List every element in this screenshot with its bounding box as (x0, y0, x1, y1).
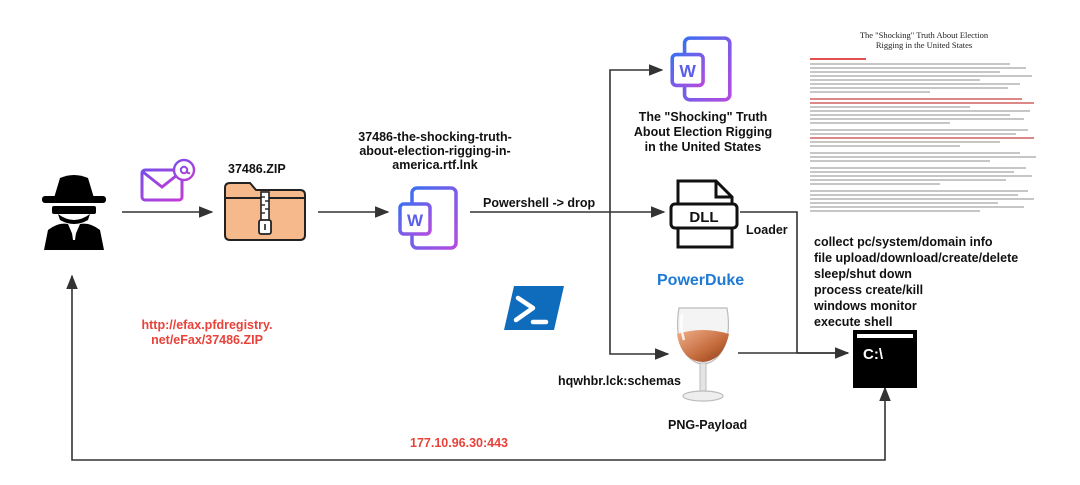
c2-address: 177.10.96.30:443 (410, 436, 509, 450)
loader-label: Loader (746, 223, 788, 237)
email-icon (140, 158, 198, 206)
terminal-icon[interactable]: C:\ (853, 330, 917, 388)
capability-item: sleep/shut down (814, 267, 912, 281)
lnk-word-document-icon[interactable]: W (392, 184, 464, 256)
doc-preview-body (810, 58, 1036, 212)
doc-preview-title-line-2: Rigging in the United States (875, 40, 973, 50)
shell-prompt: C:\ (863, 346, 883, 363)
doc-caption-line-2: About Election Rigging (633, 125, 773, 139)
dll-file-icon[interactable]: DLL (668, 178, 740, 250)
powerduke-label: PowerDuke (657, 272, 745, 289)
zip-file-label: 37486.ZIP (228, 162, 286, 176)
capability-item: process create/kill (814, 283, 924, 297)
doc-word-document-icon[interactable]: W (664, 34, 738, 108)
doc-caption-line-1: The "Shocking" Truth (638, 110, 768, 124)
doc-caption: The "Shocking" Truth About Election Rigg… (614, 110, 792, 155)
lnk-word-letter: W (407, 211, 424, 230)
spy-icon (38, 172, 110, 252)
zip-folder-icon[interactable] (222, 180, 308, 242)
capability-item: execute shell (814, 315, 893, 329)
lnk-file-label-line-2: about-election-rigging-in- (359, 144, 511, 158)
png-payload-label: PNG-Payload (668, 418, 748, 432)
capability-item: file upload/download/create/delete (814, 251, 1019, 265)
download-url-line-1: http://efax.pfdregistry. (141, 318, 273, 332)
powershell-icon (502, 284, 566, 332)
dll-text: DLL (689, 209, 718, 226)
doc-preview-title-line-1: The "Shocking" Truth About Election (859, 30, 989, 40)
powershell-drop-label: Powershell -> drop (483, 196, 596, 210)
payload-file-label: hqwhbr.lck:schemas (558, 374, 681, 388)
capability-item: windows monitor (814, 299, 917, 313)
doc-word-letter: W (679, 61, 696, 81)
download-url-line-2: net/eFax/37486.ZIP (151, 333, 263, 347)
capability-item: collect pc/system/domain info (814, 235, 993, 249)
doc-caption-line-3: in the United States (644, 140, 762, 154)
download-url: http://efax.pfdregistry. net/eFax/37486.… (120, 318, 294, 348)
lnk-file-label-line-3: america.rtf.lnk (392, 158, 478, 172)
decoy-document-preview: The "Shocking" Truth About Election Rigg… (806, 30, 1042, 220)
lnk-file-label: 37486-the-shocking-truth- about-election… (355, 130, 515, 172)
arrow-branch-to-doc (609, 64, 664, 212)
arrow-c2-return (66, 274, 891, 461)
lnk-file-label-line-1: 37486-the-shocking-truth- (358, 130, 512, 144)
wine-glass-icon[interactable] (670, 304, 736, 404)
capabilities-list: collect pc/system/domain info file uploa… (814, 234, 1018, 330)
